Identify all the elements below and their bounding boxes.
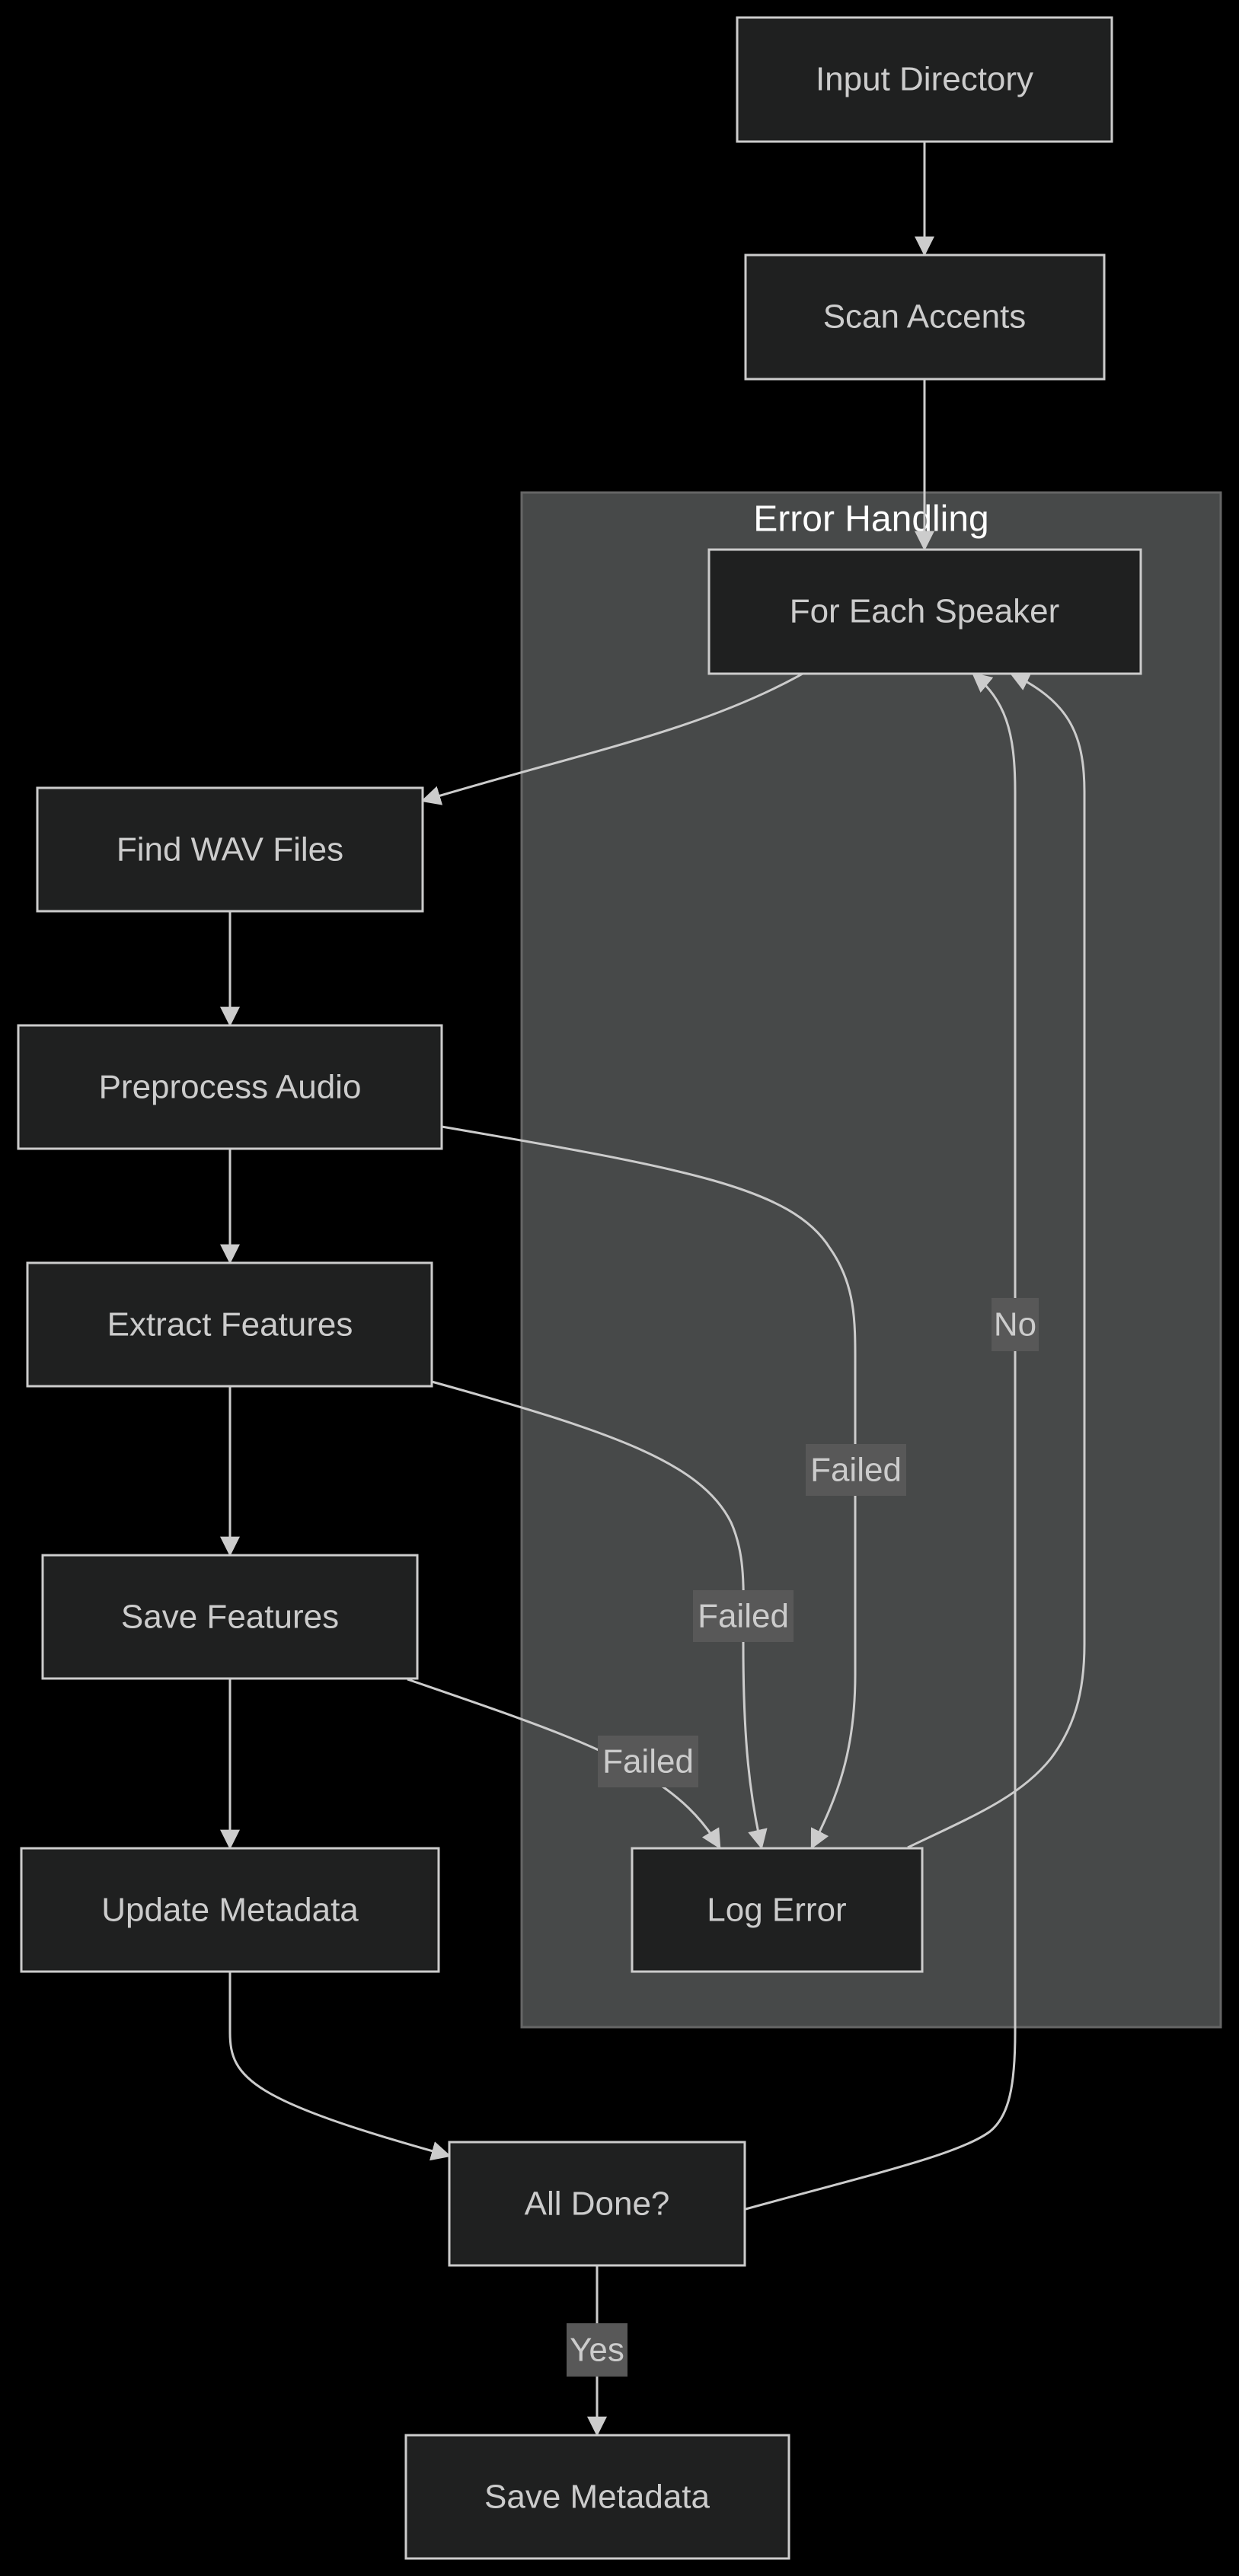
edge-label-save-features-failed: Failed — [598, 1736, 698, 1787]
node-preprocess-audio-label: Preprocess Audio — [99, 1069, 362, 1106]
node-for-each-speaker[interactable]: For Each Speaker — [707, 548, 1142, 675]
edge-label-all-done-yes: Yes — [567, 2323, 627, 2377]
node-input-directory-label: Input Directory — [816, 61, 1033, 98]
node-input-directory-box[interactable] — [736, 16, 1113, 143]
edge-label-preprocess-failed: Failed — [806, 1444, 906, 1496]
node-for-each-speaker-box[interactable] — [707, 548, 1142, 675]
node-scan-accents-box[interactable] — [744, 253, 1106, 381]
nodes: Input Directory Scan Accents For Each Sp… — [17, 16, 1142, 2560]
edge-all-done-to-speaker — [745, 672, 1017, 2211]
edge-label-all-done-no: No — [992, 1298, 1039, 1351]
edge-label-all-done-no-bg — [992, 1298, 1039, 1351]
edge-labels: Failed Failed Failed No Yes — [567, 1298, 1039, 2377]
edge-label-all-done-no-text: No — [994, 1306, 1036, 1344]
node-update-metadata-label: Update Metadata — [101, 1892, 359, 1929]
edge-label-save-features-failed-text: Failed — [602, 1743, 694, 1781]
edge-preprocess-to-log-error — [441, 1125, 857, 1850]
node-extract-features-label: Extract Features — [107, 1306, 353, 1344]
node-find-wav-files-box[interactable] — [36, 786, 424, 913]
node-all-done-box[interactable] — [448, 2141, 746, 2267]
error-handling-cluster-box — [520, 491, 1222, 2029]
edge-label-preprocess-failed-bg — [806, 1444, 906, 1496]
node-update-metadata[interactable]: Update Metadata — [20, 1847, 440, 1973]
node-save-metadata-label: Save Metadata — [484, 2479, 710, 2516]
node-log-error-label: Log Error — [707, 1892, 846, 1929]
node-save-metadata-box[interactable] — [404, 2434, 790, 2560]
edge-label-all-done-yes-bg — [567, 2323, 627, 2377]
edge-label-extract-failed-bg — [693, 1590, 794, 1642]
edge-update-to-all-done — [228, 1972, 452, 2161]
node-scan-accents-label: Scan Accents — [823, 298, 1027, 336]
node-extract-features-box[interactable] — [26, 1261, 433, 1388]
node-save-features[interactable]: Save Features — [41, 1554, 419, 1680]
node-preprocess-audio[interactable]: Preprocess Audio — [17, 1024, 443, 1150]
node-preprocess-audio-box[interactable] — [17, 1024, 443, 1150]
edge-log-error-to-speaker — [907, 672, 1086, 1849]
edge-label-all-done-yes-text: Yes — [570, 2332, 624, 2369]
edge-label-preprocess-failed-text: Failed — [810, 1452, 902, 1489]
node-log-error[interactable]: Log Error — [631, 1847, 924, 1973]
error-handling-cluster: Error Handling — [520, 491, 1222, 2029]
node-all-done[interactable]: All Done? — [448, 2141, 746, 2267]
node-save-features-label: Save Features — [121, 1599, 339, 1636]
node-input-directory[interactable]: Input Directory — [736, 16, 1113, 143]
node-scan-accents[interactable]: Scan Accents — [744, 253, 1106, 381]
edge-label-extract-failed-text: Failed — [698, 1598, 789, 1635]
edge-label-extract-failed: Failed — [693, 1590, 794, 1642]
node-for-each-speaker-label: For Each Speaker — [790, 593, 1060, 630]
node-all-done-label: All Done? — [525, 2185, 670, 2223]
edge-label-save-features-failed-bg — [598, 1736, 698, 1787]
edge-speaker-to-find-wav — [420, 672, 803, 805]
node-find-wav-files-label: Find WAV Files — [117, 831, 343, 869]
node-extract-features[interactable]: Extract Features — [26, 1261, 433, 1388]
node-find-wav-files[interactable]: Find WAV Files — [36, 786, 424, 913]
node-save-metadata[interactable]: Save Metadata — [404, 2434, 790, 2560]
node-update-metadata-box[interactable] — [20, 1847, 440, 1973]
node-save-features-box[interactable] — [41, 1554, 419, 1680]
edge-extract-to-log-error — [431, 1380, 768, 1850]
node-log-error-box[interactable] — [631, 1847, 924, 1973]
error-handling-cluster-title: Error Handling — [753, 499, 988, 540]
